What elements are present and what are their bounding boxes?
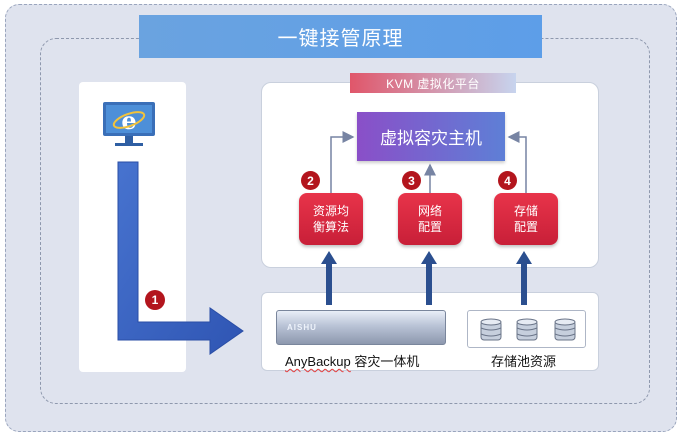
storage-pool-caption: 存储池资源	[491, 354, 557, 369]
ie-monitor-icon: e	[103, 102, 155, 146]
database-icon	[480, 318, 502, 341]
appliance-caption: AnyBackup 容灾一体机	[285, 351, 419, 370]
step-badge-4: 4	[498, 171, 517, 190]
appliance-caption-rest: 容灾一体机	[350, 354, 420, 369]
database-icon	[554, 318, 576, 341]
step-badge-1: 1	[145, 290, 165, 310]
storage-config-box: 存储 配置	[494, 193, 558, 245]
appliance-brand: AISHU	[287, 323, 317, 332]
diagram-title: 一键接管原理	[139, 15, 542, 58]
virtual-host-box: 虚拟容灾主机	[357, 112, 505, 161]
step-badge-2: 2	[301, 171, 320, 190]
network-config-box: 网络 配置	[398, 193, 462, 245]
connector-balance-to-host	[330, 131, 355, 193]
appliance-caption-brand: AnyBackup	[285, 354, 351, 369]
backup-appliance: AISHU	[276, 310, 446, 345]
step-badge-3: 3	[402, 171, 421, 190]
kvm-platform-label: KVM 虚拟化平台	[350, 73, 516, 93]
resource-balance-box: 资源均 衡算法	[299, 193, 363, 245]
database-icon	[516, 318, 538, 341]
takeover-arrow	[117, 161, 244, 355]
up-arrows	[321, 251, 532, 305]
connector-storage-to-host	[507, 131, 527, 193]
